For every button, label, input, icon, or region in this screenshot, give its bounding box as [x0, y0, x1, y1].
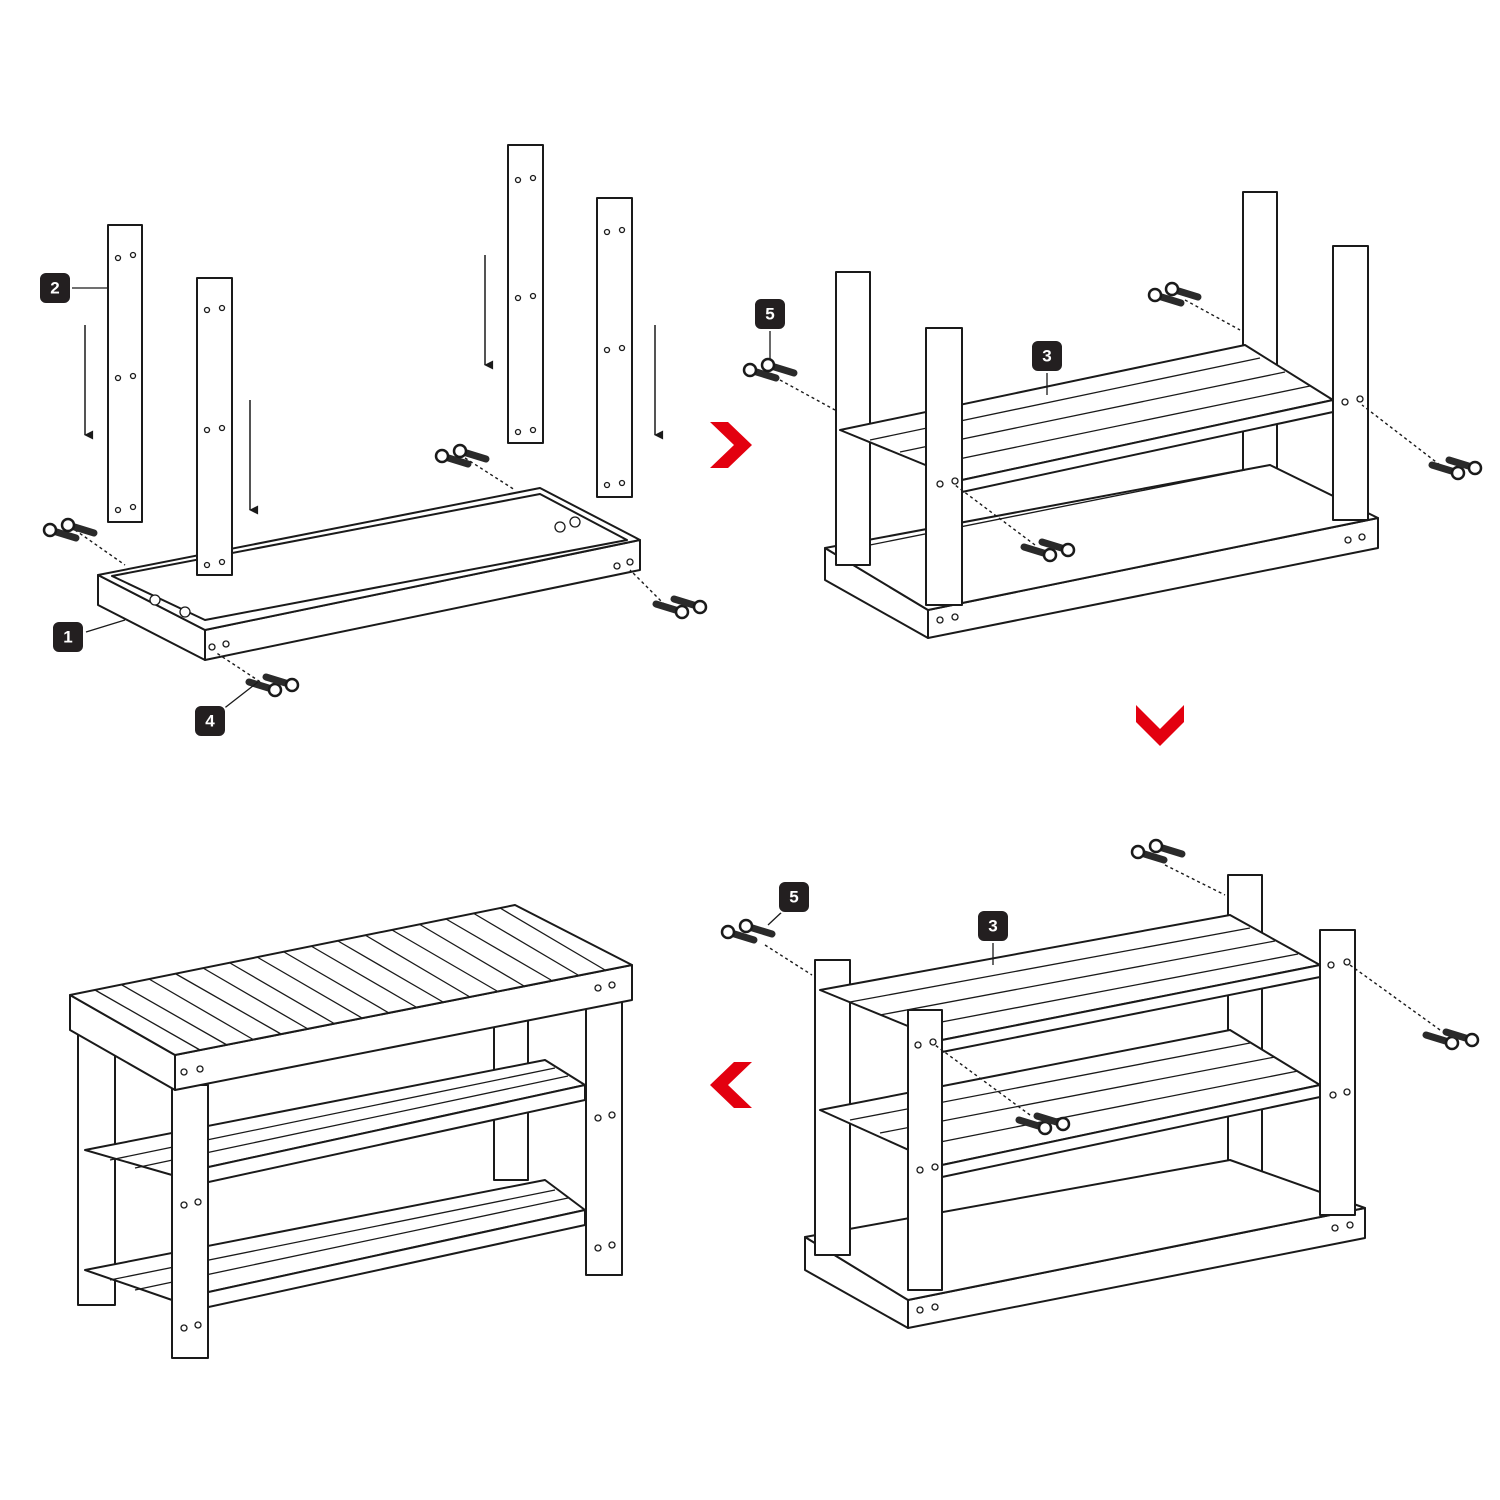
next-step-arrow-left-icon [710, 1062, 752, 1108]
part-label-1: 1 [51, 620, 85, 654]
part-label-5: 5 [777, 880, 811, 914]
bolts-step3 [722, 840, 1478, 1134]
bolts-step1 [44, 445, 706, 696]
svg-text:4: 4 [205, 712, 215, 731]
part-label-4: 4 [193, 704, 227, 738]
part-label-2: 2 [38, 271, 72, 305]
part-label-3: 3 [1030, 339, 1064, 373]
svg-text:1: 1 [63, 628, 72, 647]
seat-slats [94, 907, 606, 1051]
part-label-5: 5 [753, 297, 787, 331]
finished-shoe-bench [69, 904, 633, 1359]
step-1-attach-legs: 2 1 4 [38, 144, 706, 738]
down-arrows [84, 255, 664, 515]
next-step-arrow-down-icon [1136, 705, 1184, 746]
base-frame [97, 487, 641, 661]
step-3-attach-upper-shelf: 5 3 [722, 840, 1478, 1329]
part-label-3: 3 [976, 909, 1010, 943]
legs [107, 144, 633, 576]
svg-text:3: 3 [988, 917, 997, 936]
next-step-arrow-right-icon [710, 422, 752, 468]
step-2-attach-lower-shelf: 5 3 [744, 191, 1481, 639]
bolts-step2 [744, 283, 1481, 561]
svg-text:2: 2 [50, 279, 59, 298]
svg-text:5: 5 [765, 305, 774, 324]
svg-text:3: 3 [1042, 347, 1051, 366]
svg-text:5: 5 [789, 888, 798, 907]
